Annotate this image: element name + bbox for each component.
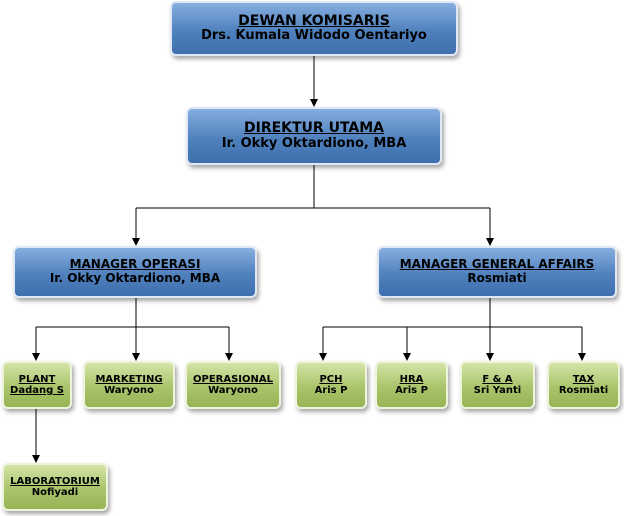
node-title: MANAGER OPERASI xyxy=(69,257,201,272)
node-name: Drs. Kumala Widodo Oentariyo xyxy=(201,28,427,44)
node-name: Dadang S xyxy=(10,385,64,396)
node-manager-operasi: MANAGER OPERASI Ir. Okky Oktardiono, MBA xyxy=(13,246,257,298)
node-title: HRA xyxy=(399,373,424,385)
node-name: Waryono xyxy=(104,385,154,396)
node-f-and-a: F & A Sri Yanti xyxy=(460,361,535,409)
node-name: Sri Yanti xyxy=(473,385,522,396)
node-name: Ir. Okky Oktardiono, MBA xyxy=(49,271,221,285)
node-title: DEWAN KOMISARIS xyxy=(238,12,390,29)
node-pch: PCH Aris P xyxy=(295,361,367,409)
node-direktur-utama: DIREKTUR UTAMA Ir. Okky Oktardiono, MBA xyxy=(186,107,442,165)
node-name: Ir. Okky Oktardiono, MBA xyxy=(221,135,407,151)
node-operasional: OPERASIONAL Waryono xyxy=(185,361,281,409)
node-tax: TAX Rosmiati xyxy=(547,361,620,409)
node-laboratorium: LABORATORIUM Nofiyadi xyxy=(2,463,108,511)
node-name: Aris P xyxy=(314,385,348,396)
node-title: TAX xyxy=(572,373,595,385)
node-name: Rosmiati xyxy=(558,385,609,396)
node-title: MARKETING xyxy=(95,373,163,385)
node-name: Waryono xyxy=(208,385,258,396)
node-name: Aris P xyxy=(395,385,428,396)
node-title: LABORATORIUM xyxy=(10,475,100,487)
node-title: PLANT xyxy=(18,373,56,385)
node-name: Rosmiati xyxy=(467,271,527,285)
node-plant: PLANT Dadang S xyxy=(2,361,72,409)
node-title: MANAGER GENERAL AFFAIRS xyxy=(399,257,595,272)
node-dewan-komisaris: DEWAN KOMISARIS Drs. Kumala Widodo Oenta… xyxy=(170,1,458,56)
node-name: Nofiyadi xyxy=(31,487,79,498)
node-title: F & A xyxy=(482,373,513,385)
node-title: OPERASIONAL xyxy=(192,373,273,385)
node-title: PCH xyxy=(319,373,343,385)
node-manager-general-affairs: MANAGER GENERAL AFFAIRS Rosmiati xyxy=(377,246,617,298)
node-hra: HRA Aris P xyxy=(375,361,448,409)
node-marketing: MARKETING Waryono xyxy=(83,361,175,409)
node-title: DIREKTUR UTAMA xyxy=(243,120,385,137)
